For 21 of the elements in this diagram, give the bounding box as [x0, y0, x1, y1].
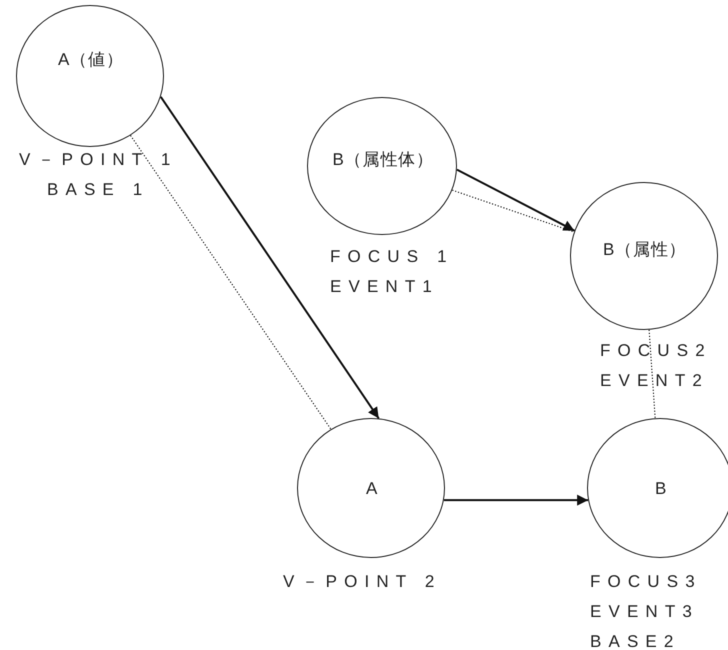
caption-text: FOCUS 1: [330, 247, 454, 267]
circle: [16, 5, 164, 147]
caption-text: V－POINT 1: [19, 150, 178, 170]
caption-text: BASE2: [590, 632, 681, 650]
circle: [570, 182, 718, 330]
caption-text: BASE 1: [47, 180, 150, 200]
dotted-line: [130, 135, 332, 430]
dotted-line: [648, 330, 656, 418]
arrow: [456, 168, 575, 232]
caption-text: V－POINT 2: [283, 572, 442, 592]
dotted-line: [452, 190, 574, 232]
circle: [587, 418, 728, 558]
circle: [297, 418, 445, 558]
arrow: [444, 494, 588, 506]
arrow: [160, 96, 380, 419]
caption-text: EVENT2: [600, 371, 709, 391]
circle: [307, 97, 457, 235]
caption-text: EVENT1: [330, 277, 439, 297]
caption-text: EVENT3: [590, 602, 699, 622]
caption-text: FOCUS2: [600, 341, 712, 361]
caption-text: FOCUS3: [590, 572, 702, 592]
